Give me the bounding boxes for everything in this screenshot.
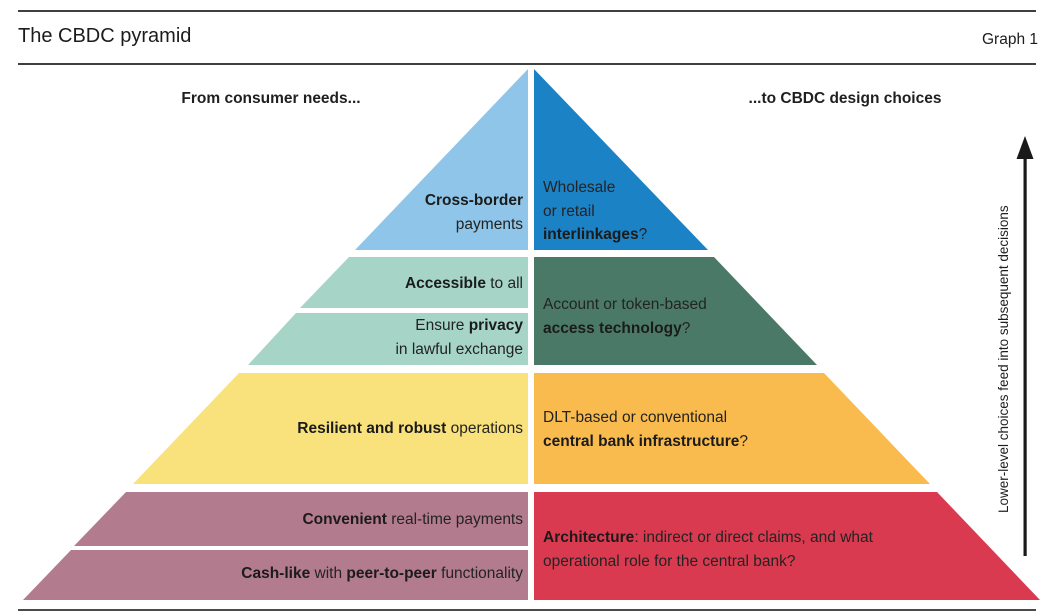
figure-title: The CBDC pyramid (18, 25, 192, 47)
tier4-left-top-label: Convenient real-time payments (302, 511, 523, 528)
graph-number-label: Graph 1 (981, 31, 1038, 48)
tier4-left-bottom-shape (23, 550, 528, 600)
title-divider-rule (18, 63, 1036, 65)
arrow-line (1023, 152, 1027, 556)
right-column-header: ...to CBDC design choices (748, 90, 942, 107)
tier2-right-shape (534, 257, 817, 365)
tier4-right-label: Architecture: indirect or direct claims,… (543, 529, 873, 570)
tier3-left-label: Resilient and robust operations (297, 420, 523, 437)
tier2-left-top-label: Accessible to all (404, 275, 523, 292)
tier4-left-top-shape (74, 492, 528, 546)
tier2-left-top-shape (300, 257, 528, 308)
bottom-rule (18, 609, 1036, 611)
arrow-label: Lower-level choices feed into subsequent… (996, 205, 1011, 513)
arrow-head-icon (1016, 136, 1034, 159)
tier1-left-shape (355, 69, 528, 250)
tier3-left-shape (133, 373, 528, 484)
tier4-left-bottom-label: Cash-like with peer-to-peer functionalit… (241, 565, 523, 582)
tier4-right-shape (534, 492, 1040, 600)
top-rule (18, 10, 1036, 12)
tier3-right-shape (534, 373, 930, 484)
left-column-header: From consumer needs... (181, 90, 361, 107)
tier2-left-bottom-shape (248, 313, 528, 365)
tier1-right-shape (534, 69, 708, 250)
